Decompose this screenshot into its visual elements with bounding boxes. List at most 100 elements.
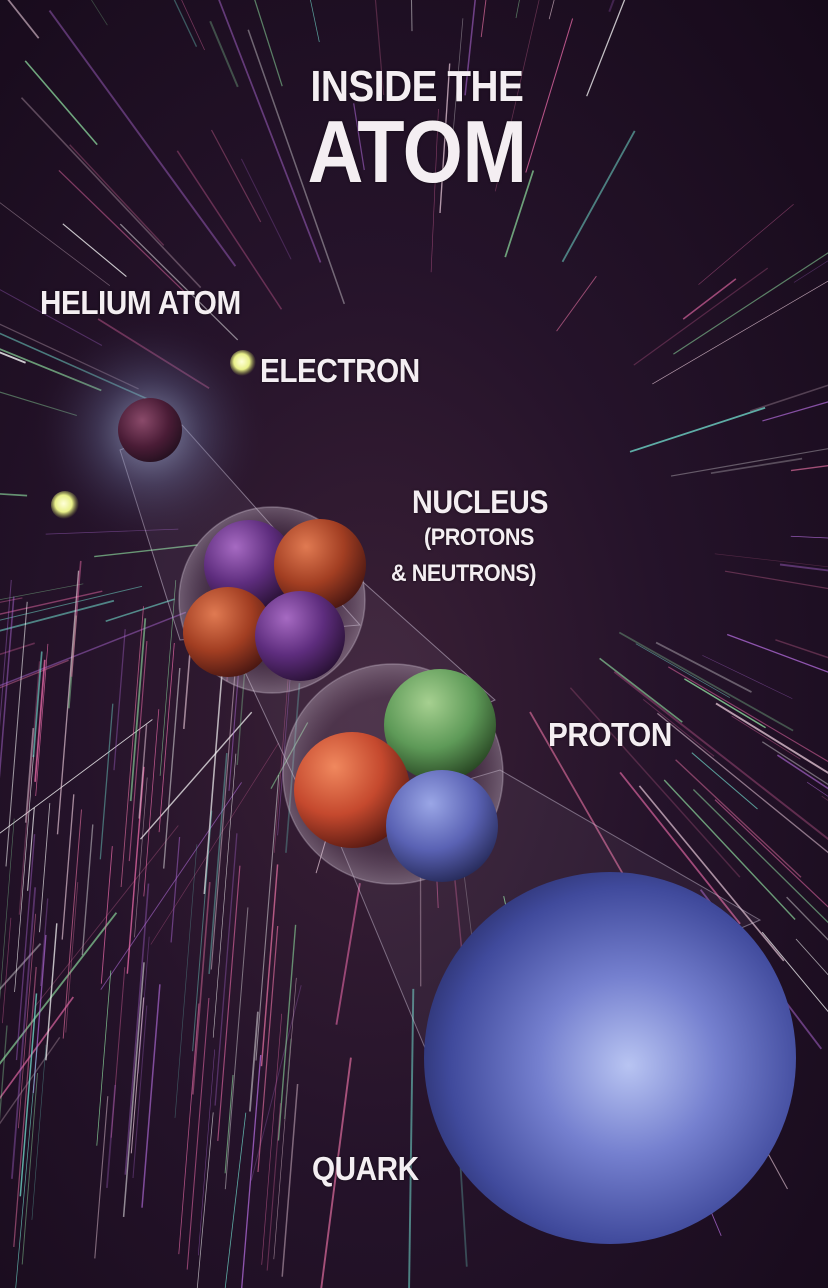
light-streak xyxy=(176,150,283,310)
nucleus-sublabel-2: & NEUTRONS) xyxy=(391,560,537,587)
light-streak xyxy=(0,912,118,1065)
light-streak xyxy=(105,598,175,623)
light-streak xyxy=(241,1054,262,1288)
neutron-icon-2 xyxy=(255,591,345,681)
light-streak xyxy=(656,712,828,854)
light-streak xyxy=(224,1112,247,1288)
light-streak xyxy=(56,570,80,835)
light-streak xyxy=(775,639,828,659)
light-streak xyxy=(608,0,615,13)
light-streak xyxy=(408,988,415,1288)
helium-atom-nucleus-icon xyxy=(118,398,182,462)
light-streak xyxy=(34,659,46,782)
light-streak xyxy=(132,1005,148,1179)
light-streak xyxy=(178,1003,200,1255)
light-streak xyxy=(786,896,828,941)
light-streak xyxy=(203,656,225,895)
light-streak xyxy=(283,1038,292,1120)
light-streak xyxy=(19,993,38,1197)
light-streak xyxy=(0,493,28,497)
light-streak xyxy=(94,544,198,558)
quark-blue-icon xyxy=(386,770,498,882)
light-streak xyxy=(0,942,42,991)
light-streak xyxy=(629,406,766,453)
light-streak xyxy=(137,936,150,1074)
light-streak xyxy=(224,907,249,1190)
light-streak xyxy=(0,818,15,1001)
light-streak xyxy=(561,130,636,263)
light-streak xyxy=(776,754,828,790)
light-streak xyxy=(210,129,262,223)
light-streak xyxy=(0,202,111,287)
light-streak xyxy=(94,1096,109,1259)
light-streak xyxy=(130,997,145,1154)
light-streak xyxy=(613,671,828,841)
title-line-2: ATOM xyxy=(307,102,527,201)
light-streak xyxy=(682,278,737,320)
light-streak xyxy=(599,657,683,723)
light-streak xyxy=(749,384,828,412)
light-streak xyxy=(124,883,150,1175)
light-streak xyxy=(224,1074,234,1174)
quark-label: QUARK xyxy=(312,1150,419,1187)
light-streak xyxy=(638,785,785,962)
light-streak xyxy=(655,641,752,693)
light-streak xyxy=(70,560,82,677)
light-streak xyxy=(0,1037,61,1125)
light-streak xyxy=(430,108,439,273)
electron-icon xyxy=(230,350,256,376)
light-streak xyxy=(790,535,828,539)
light-streak xyxy=(633,267,769,366)
light-streak xyxy=(217,865,241,1141)
light-streak xyxy=(320,1057,352,1288)
light-streak xyxy=(192,810,213,1052)
light-streak xyxy=(494,0,540,192)
light-streak xyxy=(710,457,803,475)
light-streak xyxy=(174,844,198,1118)
nucleus-sublabel-1: (PROTONS xyxy=(424,524,535,551)
light-streak xyxy=(138,724,148,819)
light-streak xyxy=(556,275,597,332)
light-streak xyxy=(212,753,237,1038)
light-streak xyxy=(0,611,187,687)
light-streak xyxy=(186,997,210,1270)
light-streak xyxy=(548,0,555,20)
light-streak xyxy=(24,60,98,146)
light-streak xyxy=(0,585,143,621)
light-streak xyxy=(504,170,535,258)
quark-sphere xyxy=(424,872,796,1244)
light-streak xyxy=(761,931,828,1013)
light-streak xyxy=(15,834,36,1061)
light-streak xyxy=(255,774,280,1061)
light-streak xyxy=(170,836,181,943)
quark-green-icon xyxy=(384,669,496,781)
light-streak xyxy=(99,703,114,860)
light-streak xyxy=(762,401,828,422)
light-streak xyxy=(0,659,69,689)
light-streak xyxy=(27,807,35,891)
light-streak xyxy=(5,601,28,867)
light-streak xyxy=(81,824,94,956)
nucleus-label: NUCLEUS xyxy=(412,484,549,520)
light-streak xyxy=(450,18,464,154)
light-streak xyxy=(113,629,126,771)
light-streak xyxy=(795,938,828,976)
light-streak xyxy=(158,642,175,833)
light-streak xyxy=(410,0,413,32)
light-streak xyxy=(480,0,487,38)
light-streak xyxy=(96,970,112,1146)
light-streak xyxy=(277,924,297,1141)
light-streak xyxy=(65,882,79,1033)
light-streak xyxy=(141,984,161,1208)
light-streak xyxy=(793,260,828,283)
light-streak xyxy=(273,977,297,1260)
light-streak xyxy=(702,655,793,699)
light-streak xyxy=(208,753,228,974)
light-streak xyxy=(119,223,239,341)
light-streak xyxy=(0,590,103,615)
light-streak xyxy=(260,864,279,1067)
light-streak xyxy=(181,0,205,51)
light-streak xyxy=(48,10,237,267)
